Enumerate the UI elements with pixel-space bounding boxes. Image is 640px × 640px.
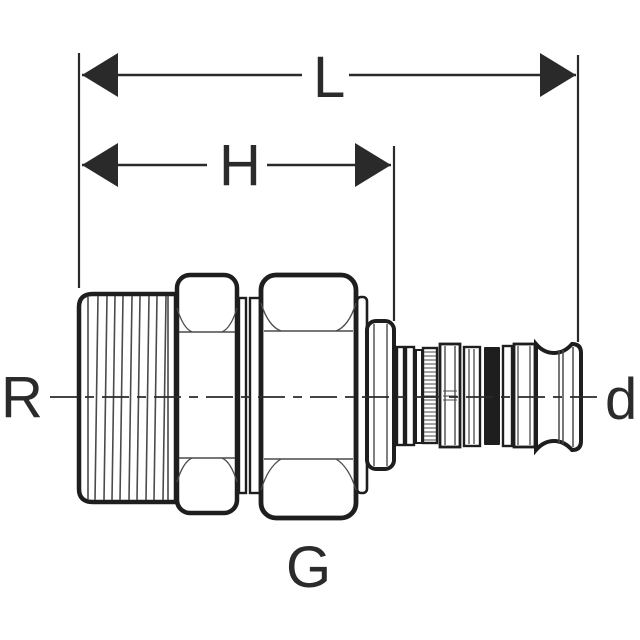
thread-section-edge-lines: [87, 296, 169, 500]
hex-nut-small: [174, 272, 240, 516]
hex-nut-small-corner-curves: [176, 307, 238, 483]
diameter-label-d: d: [605, 367, 637, 432]
spacer-ring-1: [237, 296, 248, 495]
flange-ring: [365, 319, 396, 471]
dimension-label-L: L: [313, 45, 345, 110]
thread-label-R: R: [1, 365, 43, 430]
sleeve-ring-a: [395, 345, 406, 447]
dimension-arrowheads: [82, 53, 576, 187]
sleeve-ring-b: [404, 345, 416, 447]
sleeve-ring-f: [512, 342, 537, 449]
thread-lines: [94, 295, 167, 501]
fitting-body: [76, 272, 583, 521]
dimension-label-H: H: [219, 133, 261, 198]
notched-ring-notches: [443, 390, 457, 401]
arrow-left-H: [82, 143, 118, 187]
oring-band: [484, 347, 500, 445]
spacer-ring-2: [248, 296, 262, 495]
arrow-right-L: [540, 53, 576, 97]
nut-label-G: G: [286, 535, 331, 600]
hex-nut-small-facet-lines: [179, 331, 235, 459]
sleeve-ring-f-lines: [517, 346, 531, 445]
arrow-left-L: [82, 53, 118, 97]
union-nut-corner-curves: [260, 302, 357, 491]
sleeve-ring-e: [501, 344, 514, 448]
flange-ring-lines: [373, 324, 388, 466]
thread-section: [76, 291, 179, 505]
arrow-right-H: [355, 143, 391, 187]
union-nut-facet-lines: [264, 330, 353, 460]
knurl-pattern: [424, 351, 436, 441]
